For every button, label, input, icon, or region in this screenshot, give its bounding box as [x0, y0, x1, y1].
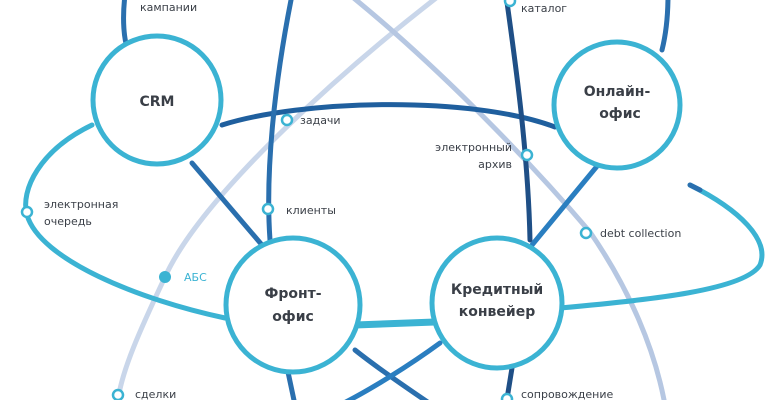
connector-line — [189, 160, 265, 248]
station-marker — [20, 205, 34, 219]
station-marker — [261, 202, 275, 216]
connector-line — [219, 102, 558, 130]
station-marker — [520, 148, 534, 162]
connector-line — [529, 162, 601, 248]
svg-text:конвейер: конвейер — [459, 304, 535, 320]
svg-text:офис: офис — [272, 309, 314, 325]
connector-line — [504, 0, 533, 243]
label-abs: АБС — [184, 271, 207, 284]
label-deals: сделки — [135, 388, 176, 400]
svg-text:CRM: CRM — [140, 94, 175, 110]
label-debt-collection: debt collection — [600, 227, 681, 240]
station-marker — [579, 226, 593, 240]
svg-text:офис: офис — [599, 106, 641, 122]
station-marker — [111, 388, 125, 400]
node-front-office[interactable]: Фронт- офис — [223, 235, 363, 375]
svg-text:Кредитный: Кредитный — [451, 282, 543, 298]
label-clients: клиенты — [286, 204, 336, 217]
label-archive-2: архив — [478, 158, 512, 171]
connector-line — [23, 122, 228, 321]
connector-line — [351, 318, 439, 329]
node-online-office[interactable]: Онлайн- офис — [551, 39, 683, 171]
connector-line — [557, 182, 765, 311]
connector-line — [352, 0, 667, 400]
svg-text:Онлайн-: Онлайн- — [584, 84, 651, 100]
svg-text:Фронт-: Фронт- — [264, 286, 321, 302]
connector-line — [352, 347, 430, 400]
node-credit-pipeline[interactable]: Кредитный конвейер — [429, 235, 565, 371]
station-marker — [503, 0, 517, 8]
station-marker — [500, 392, 514, 400]
label-tasks: задачи — [300, 114, 341, 127]
label-archive-1: электронный — [435, 141, 512, 154]
node-crm[interactable]: CRM — [90, 33, 224, 167]
label-queue-2: очередь — [44, 215, 92, 228]
label-queue-1: электронная — [44, 198, 118, 211]
connector-line — [659, 0, 671, 53]
connector-line — [115, 0, 438, 400]
label-support: сопровождение — [521, 388, 614, 400]
station-marker — [280, 113, 294, 127]
label-campaigns: кампании — [140, 1, 197, 14]
connector-line — [285, 369, 297, 400]
label-catalog: каталог — [521, 2, 567, 15]
station-marker-abs — [159, 271, 171, 283]
connector-line — [687, 182, 703, 193]
